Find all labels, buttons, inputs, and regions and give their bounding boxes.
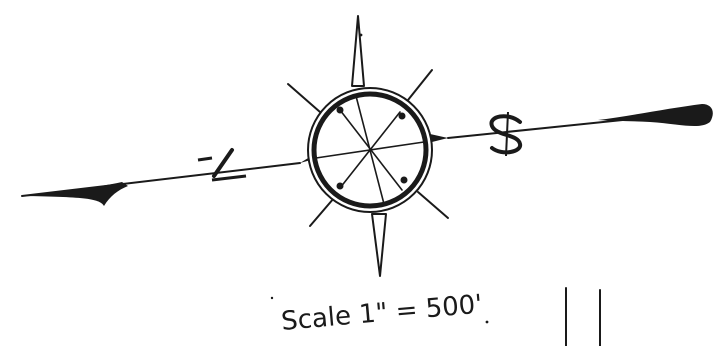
paper-specks	[270, 33, 489, 324]
needle-west-wedge	[24, 182, 128, 206]
compass-spokes	[315, 95, 425, 205]
north-spike	[351, 15, 365, 87]
needle-east-point	[430, 134, 448, 142]
scale-bars	[565, 287, 601, 346]
compass-rose-icon	[287, 15, 449, 277]
meridian-needle	[21, 104, 713, 206]
south-spike	[371, 213, 387, 277]
spoke-dots	[336, 106, 408, 190]
north-letter-glyph	[197, 148, 247, 182]
south-letter-glyph	[489, 111, 522, 157]
scale-label: Scale 1" = 500'	[280, 289, 484, 336]
compass-rays	[287, 69, 449, 227]
needle-east-wedge	[598, 104, 713, 127]
